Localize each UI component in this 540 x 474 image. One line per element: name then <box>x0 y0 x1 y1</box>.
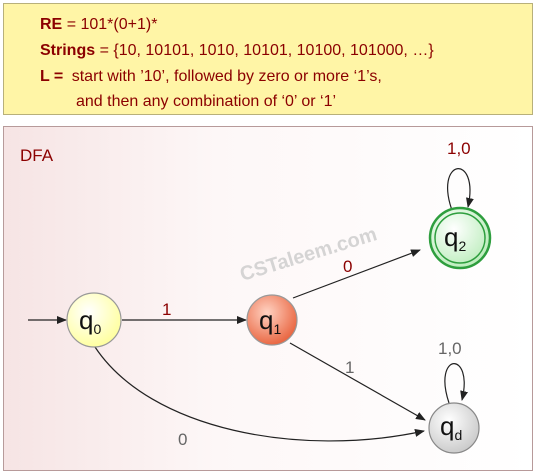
transition-label-q1-q2: 0 <box>343 257 352 276</box>
language-line-2: and then any combination of ‘0’ or ‘1’ <box>76 93 336 111</box>
strings-value: = {10, 10101, 1010, 10101, 10100, 101000… <box>99 42 434 59</box>
state-sub-q0: 0 <box>93 321 101 337</box>
language-desc-2: and then any combination of ‘0’ or ‘1’ <box>76 93 337 110</box>
self-loop-label-q2: 1,0 <box>447 139 471 158</box>
self-loop-qd <box>444 363 468 404</box>
state-q0: q0 <box>66 292 122 348</box>
dfa-title: DFA <box>20 146 54 165</box>
transition-label-q1-qd: 1 <box>345 358 354 377</box>
watermark-text: CSTaleem.com <box>237 223 379 286</box>
strings-label: Strings <box>40 42 96 59</box>
svg-text:q0: q0 <box>79 305 101 337</box>
state-sub-qd: d <box>454 427 462 443</box>
transition-label-q0-q1: 1 <box>162 300 171 319</box>
transition-q1-q2 <box>292 249 421 299</box>
transition-q1-qd <box>289 342 426 421</box>
state-label-qd: q <box>440 411 454 441</box>
svg-text:q1: q1 <box>259 305 281 337</box>
state-label-q2: q <box>444 222 458 252</box>
language-label: L = <box>40 68 64 85</box>
transition-label-q0-qd: 0 <box>178 430 187 449</box>
state-sub-q2: 2 <box>458 238 466 254</box>
re-line: RE = 101*(0+1)* <box>40 16 157 34</box>
strings-line: Strings = {10, 10101, 1010, 10101, 10100… <box>40 42 434 60</box>
info-box: RE = 101*(0+1)* Strings = {10, 10101, 10… <box>3 3 533 115</box>
self-loop-label-qd: 1,0 <box>438 339 462 358</box>
state-label-q1: q <box>259 305 273 335</box>
re-label: RE <box>40 16 63 33</box>
state-q2: q2 <box>428 206 492 270</box>
language-desc-1: start with ’10’, followed by zero or mor… <box>71 68 382 85</box>
svg-text:q2: q2 <box>444 222 466 254</box>
re-value: = 101*(0+1)* <box>66 16 158 33</box>
language-line-1: L = start with ’10’, followed by zero or… <box>40 68 382 86</box>
state-sub-q1: 1 <box>273 321 281 337</box>
self-loop-q2 <box>447 168 474 214</box>
transition-q0-qd <box>94 346 425 442</box>
state-qd: qd <box>428 402 480 454</box>
state-q1: q1 <box>246 294 298 346</box>
state-label-q0: q <box>79 305 93 335</box>
svg-text:qd: qd <box>440 411 462 443</box>
